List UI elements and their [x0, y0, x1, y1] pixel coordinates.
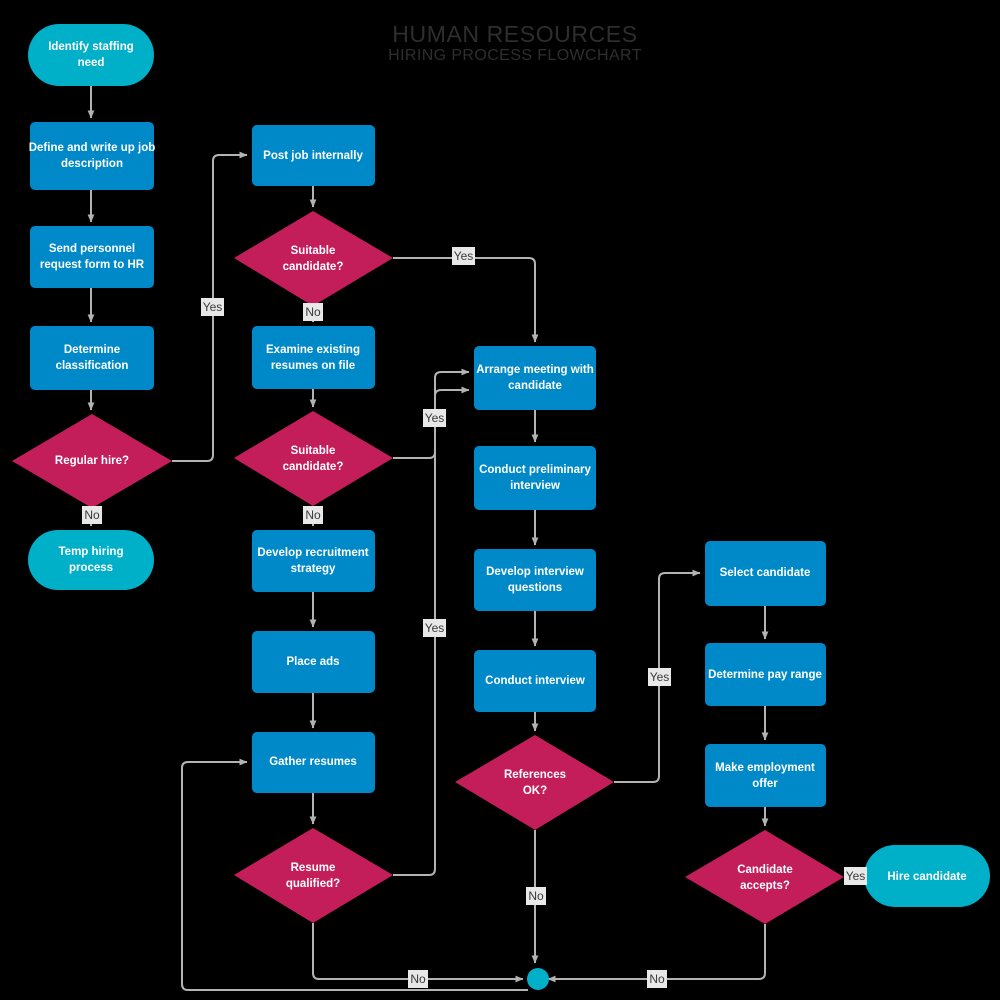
svg-text:No: No — [84, 508, 100, 522]
edge-label-yes-suitable1: Yes — [452, 247, 475, 265]
edge-label-no-resume-qualified: No — [408, 970, 428, 988]
svg-text:No: No — [528, 889, 544, 903]
edge-label-yes-references: Yes — [648, 668, 671, 686]
node-hire-candidate[interactable]: Hire candidate — [864, 845, 990, 907]
svg-text:No: No — [305, 305, 321, 319]
edge-label-yes-candidate-accepts: Yes — [844, 867, 867, 885]
node-examine-existing-resumes[interactable]: Examine existing resumes on file — [252, 326, 375, 389]
node-determine-classification[interactable]: Determine classification — [30, 326, 154, 390]
node-post-job-internally[interactable]: Post job internally — [252, 125, 375, 186]
node-candidate-accepts-decision[interactable]: Candidate accepts? — [685, 830, 844, 924]
node-make-employment-offer[interactable]: Make employment offer — [705, 744, 826, 807]
node-conduct-preliminary-interview[interactable]: Conduct preliminary interview — [474, 446, 596, 510]
edge-resumeq-junction — [312, 923, 524, 983]
title-line-2: HIRING PROCESS FLOWCHART — [388, 47, 642, 64]
edge-label-yes-regular-hire: Yes — [201, 298, 224, 316]
node-layer: Identify staffing need Define and write … — [12, 24, 990, 990]
node-determine-pay-range[interactable]: Determine pay range — [705, 643, 826, 706]
node-identify-staffing-need[interactable]: Identify staffing need — [28, 24, 154, 86]
svg-text:Yes: Yes — [203, 300, 223, 314]
edge-accepts-junction — [547, 924, 766, 983]
node-references-ok-decision[interactable]: References OK? — [455, 735, 614, 830]
node-regular-hire-decision[interactable]: Regular hire? — [12, 414, 172, 508]
svg-text:Yes: Yes — [425, 411, 445, 425]
edge-label-no-candidate-accepts: No — [647, 970, 667, 988]
node-define-job-description[interactable]: Define and write up job description — [29, 122, 156, 190]
svg-text:Yes: Yes — [454, 249, 474, 263]
node-junction-connector[interactable] — [527, 968, 549, 990]
edge-label-yes-suitable2: Yes — [423, 409, 446, 427]
edge-junction-gather — [181, 758, 528, 991]
edge-label-no-references: No — [526, 887, 546, 905]
edge-label-no-suitable2: No — [303, 506, 323, 524]
node-conduct-interview[interactable]: Conduct interview — [474, 650, 596, 712]
node-send-personnel-request[interactable]: Send personnel request form to HR — [30, 226, 154, 288]
node-arrange-meeting[interactable]: Arrange meeting with candidate — [474, 346, 596, 410]
node-suitable-candidate-2-decision[interactable]: Suitable candidate? — [234, 411, 393, 506]
node-develop-recruitment-strategy[interactable]: Develop recruitment strategy — [252, 530, 375, 592]
node-select-candidate[interactable]: Select candidate — [705, 541, 826, 606]
svg-text:Yes: Yes — [425, 621, 445, 635]
chart-title: HUMAN RESOURCES HIRING PROCESS FLOWCHART — [388, 21, 642, 64]
node-place-ads[interactable]: Place ads — [252, 631, 375, 693]
edge-label-yes-resume-qualified: Yes — [423, 619, 446, 637]
node-develop-interview-questions[interactable]: Develop interview questions — [474, 549, 596, 611]
node-temp-hiring-process[interactable]: Temp hiring process — [28, 530, 154, 590]
svg-text:Yes: Yes — [650, 670, 670, 684]
edge-suitable1-arrange — [393, 257, 539, 343]
svg-text:Yes: Yes — [846, 869, 866, 883]
node-gather-resumes[interactable]: Gather resumes — [252, 732, 375, 793]
edge-label-layer: Yes No Yes No Yes No — [82, 247, 867, 988]
node-resume-qualified-decision[interactable]: Resume qualified? — [234, 828, 393, 923]
edge-label-no-regular-hire: No — [82, 506, 102, 524]
svg-text:No: No — [410, 972, 426, 986]
svg-text:No: No — [649, 972, 665, 986]
svg-text:No: No — [305, 508, 321, 522]
title-line-1: HUMAN RESOURCES — [392, 21, 637, 47]
edge-label-no-suitable1: No — [303, 303, 323, 321]
node-suitable-candidate-1-decision[interactable]: Suitable candidate? — [234, 211, 393, 306]
